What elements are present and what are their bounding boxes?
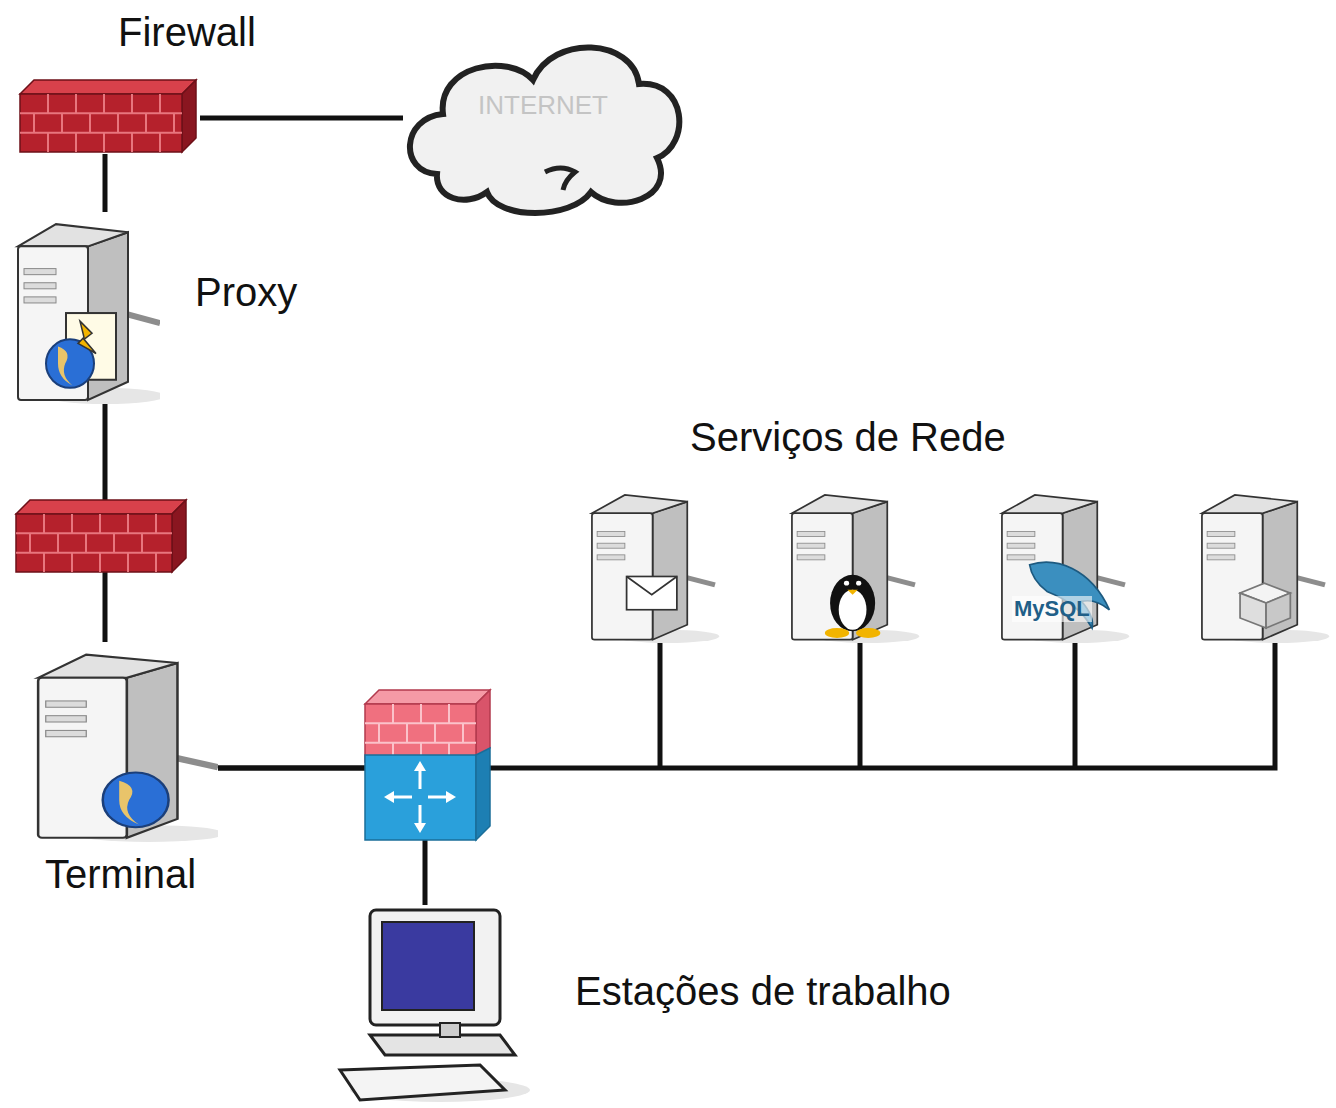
bus-drop xyxy=(858,640,863,768)
node-label: Terminal xyxy=(45,850,196,898)
node-icon xyxy=(10,212,160,404)
cloud-label: INTERNET xyxy=(395,90,691,121)
bus-drop xyxy=(658,640,663,768)
terminal-server: Terminal xyxy=(28,642,218,842)
bus-drop xyxy=(1073,640,1078,768)
proxy-server: Proxy xyxy=(10,212,160,404)
firewall-node: Firewall xyxy=(18,78,200,154)
node-icon xyxy=(18,78,200,154)
node-label: Serviços de Rede xyxy=(690,413,1006,461)
node-label: Proxy xyxy=(195,268,297,316)
network-link xyxy=(200,116,403,121)
node-icon xyxy=(330,905,535,1105)
node-label: Firewall xyxy=(118,8,256,56)
node-icon xyxy=(395,22,691,220)
inner-firewall xyxy=(16,500,186,572)
node-icon xyxy=(28,642,218,842)
services-group: Serviços de Rede xyxy=(585,485,1335,645)
network-link xyxy=(218,639,1275,768)
network-link xyxy=(103,154,108,212)
node-icon xyxy=(585,485,1335,645)
router-firewall xyxy=(365,690,490,840)
workstation: Estações de trabalho xyxy=(330,905,535,1105)
node-label: Estações de trabalho xyxy=(575,967,951,1015)
logo-text: MySQL xyxy=(1012,596,1092,622)
internet-cloud: INTERNET xyxy=(395,22,691,220)
